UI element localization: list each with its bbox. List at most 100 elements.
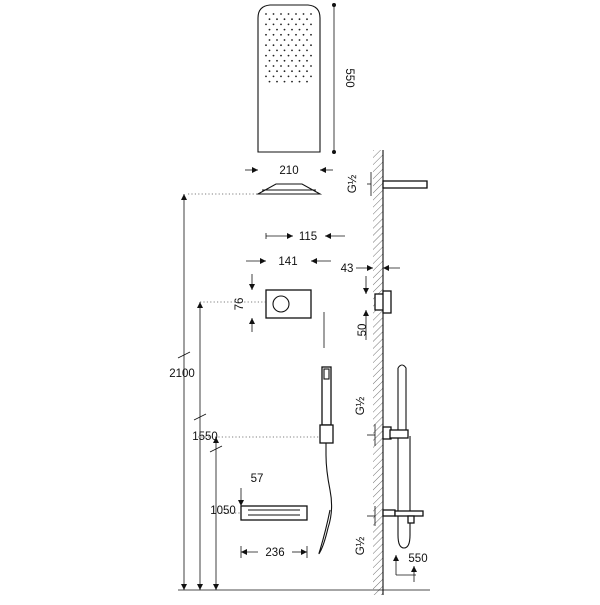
nozzle-dot — [280, 44, 282, 47]
nozzle-dot — [291, 80, 293, 83]
label-thread-middle: G½ — [355, 396, 367, 415]
nozzle-dot — [265, 54, 267, 57]
nozzle-dot — [298, 18, 301, 21]
nozzle-dot — [306, 80, 308, 83]
wall — [373, 150, 384, 595]
dimension-43: 43 — [341, 263, 400, 275]
nozzle-dot — [302, 13, 305, 15]
nozzle-dot — [265, 13, 267, 15]
label-550-bottom: 550 — [408, 553, 427, 565]
nozzle-dot — [287, 65, 290, 67]
nozzle-dot — [268, 80, 271, 83]
dimension-550-bottom: 550 — [393, 553, 428, 582]
nozzle-dot — [310, 75, 312, 78]
nozzle-dot — [298, 59, 301, 62]
nozzle-dot — [310, 54, 312, 57]
shower-arm — [382, 180, 428, 189]
nozzle-dot — [295, 44, 297, 47]
nozzle-dot — [287, 75, 290, 78]
nozzle-dot — [298, 49, 301, 52]
dimension-57: 57 — [238, 473, 263, 506]
nozzle-dot — [268, 49, 271, 52]
bath-spout-front — [240, 505, 308, 521]
nozzle-dot — [265, 65, 267, 67]
label-141: 141 — [278, 256, 297, 268]
nozzle-dot — [302, 33, 305, 36]
nozzle-dot — [272, 23, 275, 26]
mixer-side-view — [374, 290, 392, 314]
nozzle-dot — [287, 13, 290, 15]
nozzle-dot — [265, 44, 267, 47]
nozzle-dot — [283, 80, 286, 83]
nozzle-dot — [291, 28, 293, 31]
shower-head-top-view — [257, 4, 321, 153]
mixer-plate-front — [265, 289, 312, 319]
nozzle-dot — [295, 23, 297, 26]
dimension-1050: 1050 — [209, 437, 236, 590]
nozzle-dot — [298, 28, 301, 31]
nozzle-dot — [298, 80, 301, 83]
nozzle-dot — [302, 75, 305, 78]
nozzle-dot — [310, 23, 312, 26]
nozzle-dot — [295, 75, 297, 78]
dimension-550-head: 550 — [332, 3, 355, 154]
nozzle-dot — [272, 75, 275, 78]
nozzle-dot — [276, 59, 278, 62]
nozzle-dot — [306, 39, 308, 41]
nozzle-dot — [306, 70, 308, 73]
label-550-head: 550 — [343, 68, 355, 87]
dimension-236: 236 — [240, 546, 308, 559]
nozzle-dot — [287, 54, 290, 57]
nozzle-dot — [302, 44, 305, 47]
nozzle-dot — [283, 39, 286, 41]
nozzle-dot — [276, 18, 278, 21]
label-thread-top: G½ — [347, 174, 359, 193]
label-236: 236 — [265, 547, 284, 559]
nozzle-dot — [272, 13, 275, 15]
nozzle-dot — [306, 18, 308, 21]
nozzle-dot — [310, 33, 312, 36]
thread-bottom: G½ — [355, 506, 376, 555]
nozzle-dot — [283, 18, 286, 21]
nozzle-dot — [291, 59, 293, 62]
nozzle-dot — [302, 65, 305, 67]
nozzle-dot — [298, 70, 301, 73]
nozzle-dot — [268, 70, 271, 73]
shower-nozzles — [265, 13, 312, 83]
nozzle-dot — [272, 33, 275, 36]
dimension-141: 141 — [246, 256, 331, 268]
label-thread-bottom: G½ — [355, 536, 367, 555]
thread-middle: G½ — [355, 396, 376, 446]
label-115: 115 — [299, 231, 317, 243]
nozzle-dot — [283, 49, 286, 52]
nozzle-dot — [310, 65, 312, 67]
nozzle-dot — [302, 54, 305, 57]
nozzle-dot — [287, 44, 290, 47]
nozzle-dot — [291, 18, 293, 21]
nozzle-dot — [280, 65, 282, 67]
nozzle-dot — [276, 28, 278, 31]
label-210: 210 — [279, 165, 298, 177]
nozzle-dot — [272, 65, 275, 67]
nozzle-dot — [283, 59, 286, 62]
label-2100: 2100 — [169, 368, 195, 380]
nozzle-dot — [276, 39, 278, 41]
nozzle-dot — [283, 28, 286, 31]
label-50: 50 — [357, 324, 369, 337]
label-1050: 1050 — [210, 505, 236, 517]
nozzle-dot — [268, 18, 271, 21]
nozzle-dot — [268, 28, 271, 31]
nozzle-dot — [280, 13, 282, 15]
nozzle-dot — [280, 75, 282, 78]
nozzle-dot — [265, 23, 267, 26]
nozzle-dot — [306, 28, 308, 31]
nozzle-dot — [298, 39, 301, 41]
dimension-1550: 1550 — [192, 302, 218, 590]
nozzle-dot — [291, 39, 293, 41]
nozzle-dot — [276, 80, 278, 83]
nozzle-dot — [291, 70, 293, 73]
hand-shower-side — [382, 364, 424, 549]
nozzle-dot — [302, 23, 305, 26]
